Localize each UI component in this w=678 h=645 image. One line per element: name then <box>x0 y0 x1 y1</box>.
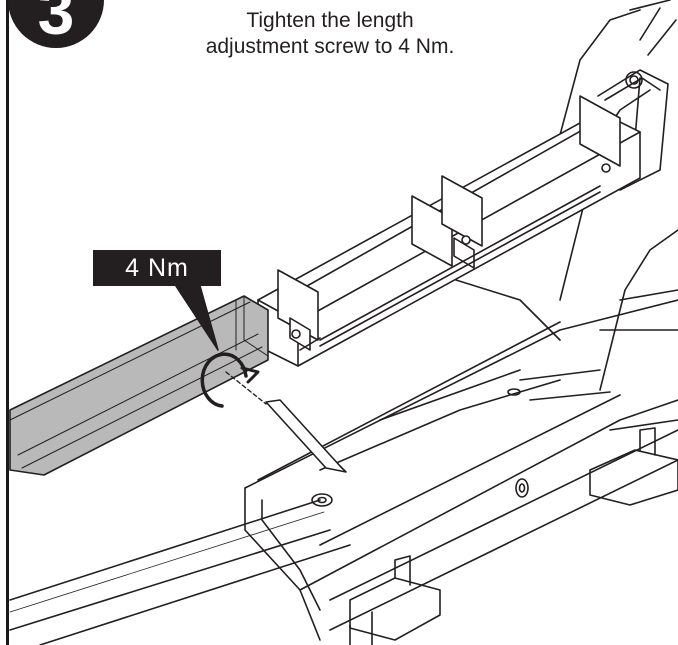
callout-pointer <box>175 285 219 351</box>
outer-tube <box>9 295 269 476</box>
allen-key <box>225 371 347 473</box>
left-border-rule <box>6 0 9 645</box>
inner-tube <box>257 95 641 367</box>
base-frame <box>244 299 678 645</box>
floor-rail <box>9 499 351 645</box>
torque-value: 4 Nm <box>125 253 189 282</box>
step-number: 3 <box>37 0 75 48</box>
rotation-arrow <box>200 352 260 408</box>
instruction-text: Tighten the length adjustment screw to 4… <box>150 8 510 60</box>
torque-callout-label: 4 Nm <box>93 250 221 286</box>
leveling-feet <box>311 388 678 641</box>
instruction-line-2: adjustment screw to 4 Nm. <box>205 35 455 58</box>
instruction-line-1: Tighten the length <box>246 9 414 32</box>
